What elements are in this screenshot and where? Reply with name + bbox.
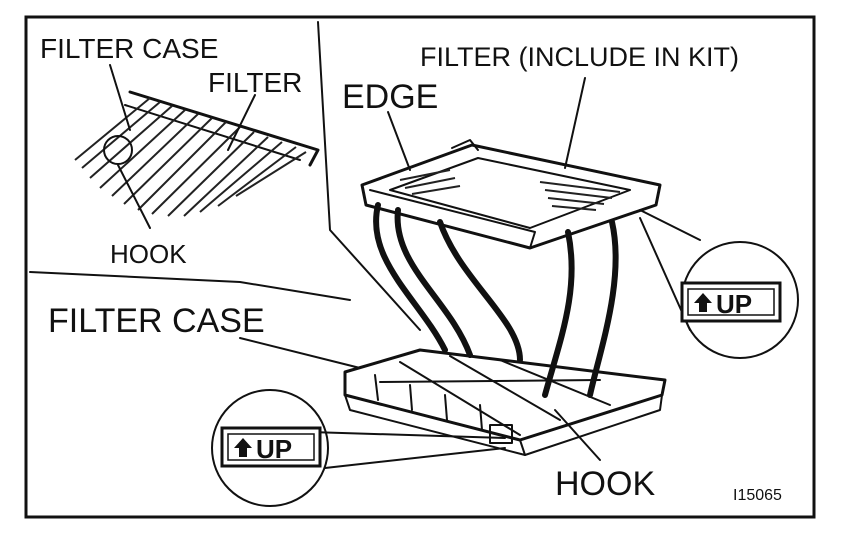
inset-divider [29,21,421,331]
label-inset-filter: FILTER [208,67,302,98]
leader-main-hook [554,409,601,461]
leader-filter-kit [564,77,586,169]
diagram-frame [24,15,816,519]
filter-case-tray [239,337,667,461]
inset-filter-pleats [74,97,307,217]
inset-hook-circle [103,135,133,165]
leader-main-filter-case [239,337,361,369]
leader-inset-filter-case [109,64,131,131]
filter-case-grid [374,355,611,436]
up-badge-right-text: UP [716,289,752,319]
label-edge: EDGE [342,78,438,116]
leader-inset-hook [117,164,151,229]
label-filter-kit: FILTER (INCLUDE IN KIT) [420,42,739,72]
up-arrow-icon [694,293,712,312]
installation-guide-lines [373,202,619,398]
filter-panel [360,77,662,250]
figure-number: I15065 [733,487,782,504]
label-main-hook: HOOK [555,465,655,503]
up-callout-left: UP [211,389,506,507]
leader-edge [387,111,411,171]
up-arrow-icon [234,438,252,457]
up-callout-right: UP [639,209,799,359]
leader-inset-filter [227,94,256,151]
inset-filter-case-closeup [74,64,320,229]
up-badge-left-text: UP [256,434,292,464]
label-inset-filter-case: FILTER CASE [40,33,218,64]
filter-panel-pleats [399,169,621,211]
label-inset-hook: HOOK [110,239,187,269]
label-main-filter-case: FILTER CASE [48,302,265,340]
